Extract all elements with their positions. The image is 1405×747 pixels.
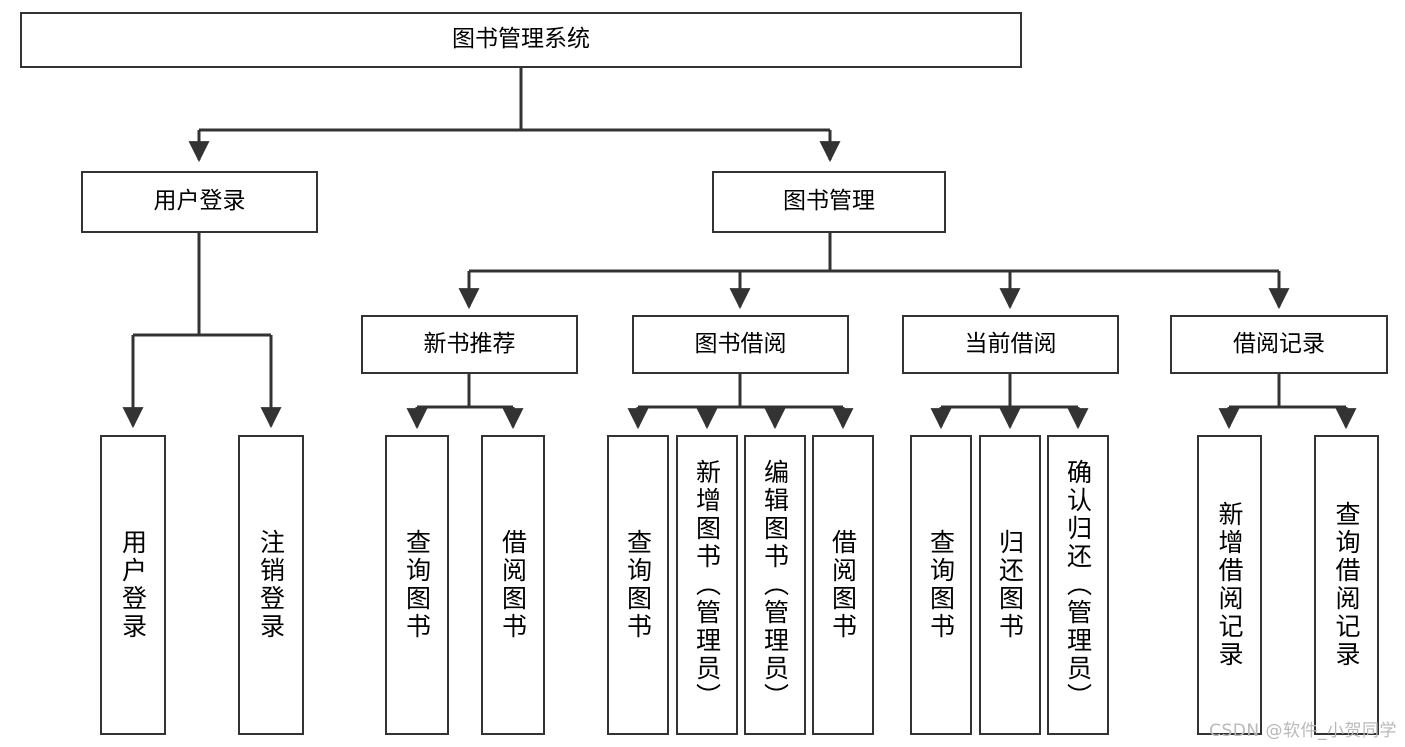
- node-leaf-query-book-borrow[interactable]: 查询图书: [607, 435, 669, 735]
- node-leaf-query-book-recommend[interactable]: 查询图书: [385, 435, 449, 735]
- node-label: 借阅记录: [1233, 330, 1325, 357]
- node-label: 查询借阅记录: [1332, 501, 1361, 669]
- node-user-login[interactable]: 用户登录: [81, 171, 318, 233]
- node-leaf-query-book-current[interactable]: 查询图书: [910, 435, 972, 735]
- node-label: 查询图书: [402, 529, 432, 641]
- node-borrow-record[interactable]: 借阅记录: [1170, 315, 1388, 374]
- node-label: 注销登录: [256, 529, 286, 641]
- node-leaf-logout[interactable]: 注销登录: [238, 435, 304, 735]
- node-leaf-user-login[interactable]: 用户登录: [100, 435, 166, 735]
- node-current-borrow[interactable]: 当前借阅: [902, 315, 1119, 374]
- node-root-system[interactable]: 图书管理系统: [20, 12, 1022, 68]
- node-leaf-borrow-book-recommend[interactable]: 借阅图书: [481, 435, 545, 735]
- node-label: 当前借阅: [964, 330, 1057, 357]
- node-label: 编辑图书（管理员）: [760, 459, 790, 711]
- node-label: 归还图书: [995, 529, 1025, 641]
- node-book-manage[interactable]: 图书管理: [712, 171, 946, 233]
- node-leaf-borrow-book[interactable]: 借阅图书: [812, 435, 874, 735]
- node-label: 确认归还（管理员）: [1063, 459, 1093, 711]
- node-label: 用户登录: [153, 188, 246, 215]
- node-label: 查询图书: [926, 529, 956, 641]
- node-leaf-return-book[interactable]: 归还图书: [979, 435, 1041, 735]
- node-book-borrow[interactable]: 图书借阅: [632, 315, 849, 374]
- node-label: 新增借阅记录: [1215, 501, 1244, 669]
- node-label: 查询图书: [623, 529, 653, 641]
- node-label: 新增图书（管理员）: [692, 459, 722, 711]
- node-label: 图书管理: [783, 188, 875, 215]
- node-leaf-add-borrow-record[interactable]: 新增借阅记录: [1197, 435, 1262, 735]
- node-label: 图书管理系统: [452, 26, 590, 53]
- node-label: 图书借阅: [694, 330, 787, 357]
- node-leaf-edit-book[interactable]: 编辑图书（管理员）: [744, 435, 806, 735]
- node-label: 借阅图书: [498, 529, 528, 641]
- node-leaf-confirm-return[interactable]: 确认归还（管理员）: [1047, 435, 1109, 735]
- node-label: 用户登录: [118, 529, 148, 641]
- watermark-text: CSDN @软件_小贺同学: [1209, 721, 1397, 741]
- node-label: 借阅图书: [828, 529, 858, 641]
- node-leaf-add-book[interactable]: 新增图书（管理员）: [676, 435, 738, 735]
- node-leaf-query-borrow-record[interactable]: 查询借阅记录: [1314, 435, 1379, 735]
- node-label: 新书推荐: [423, 330, 516, 357]
- node-new-book-recommend[interactable]: 新书推荐: [361, 315, 578, 374]
